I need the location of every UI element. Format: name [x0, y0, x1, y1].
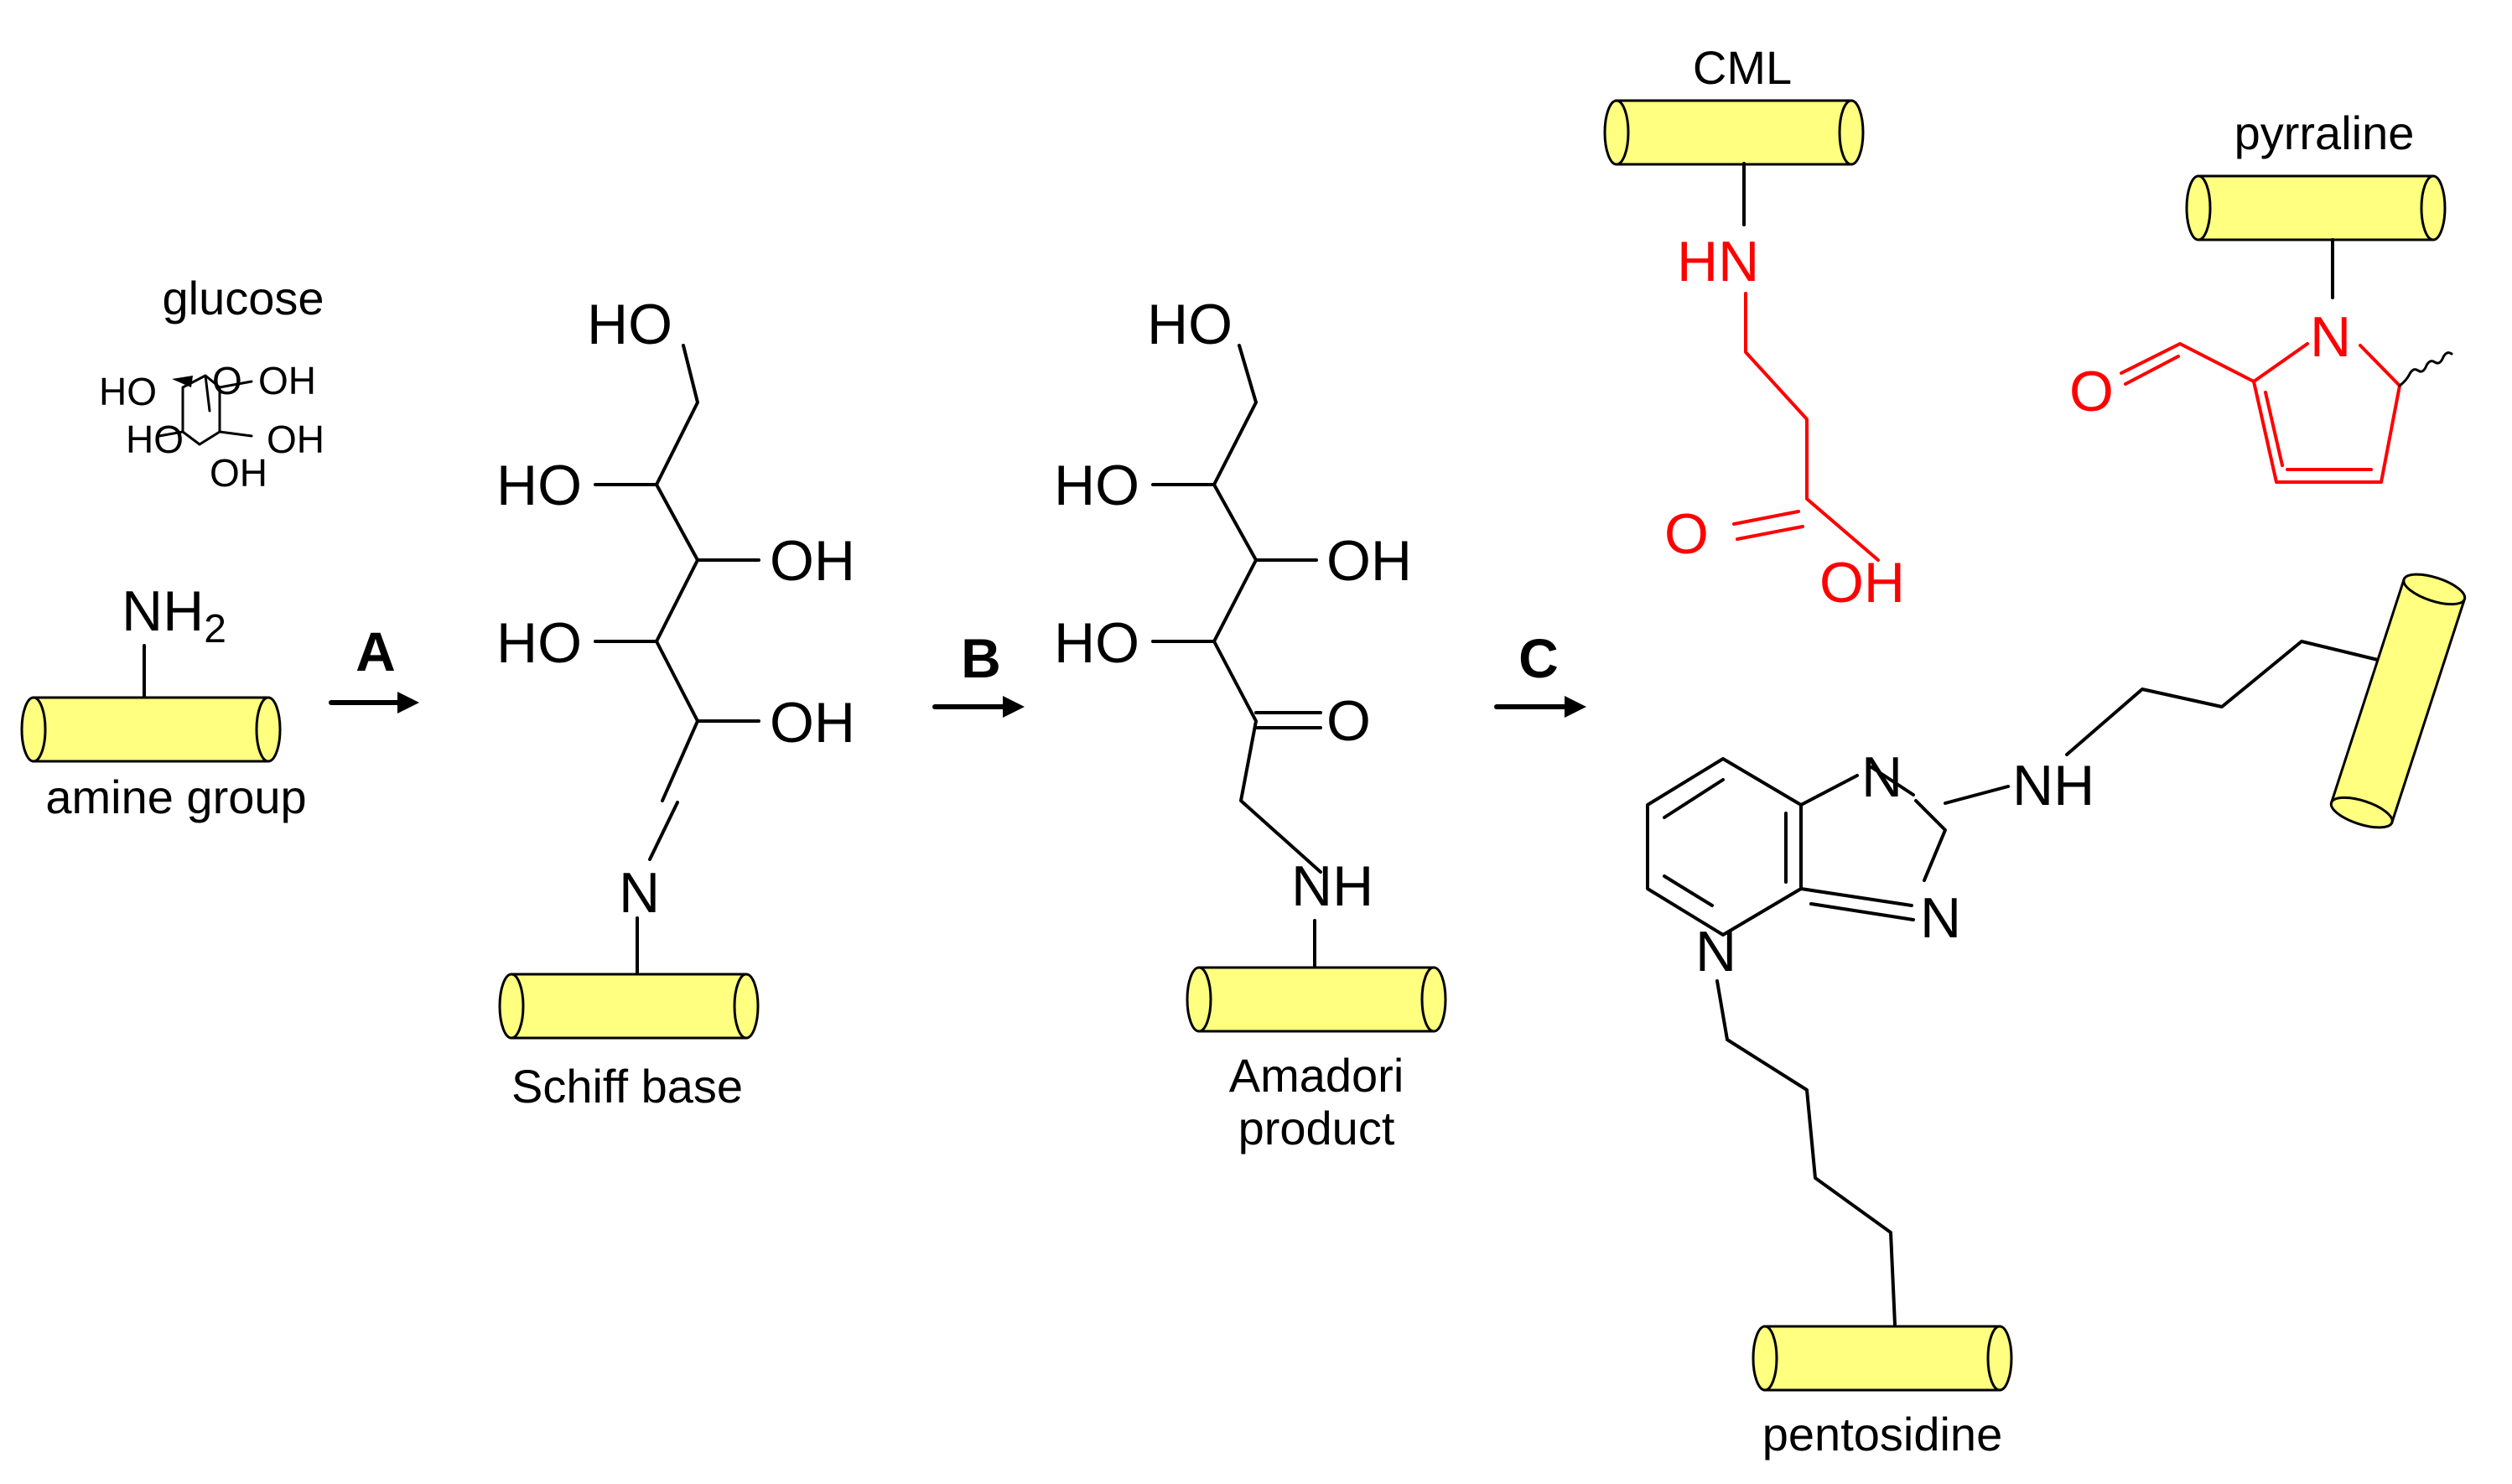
pentosidine-label: pentosidine — [1762, 1408, 2002, 1461]
amadori-ho-1: HO — [1054, 454, 1139, 517]
cml-hn: HN — [1677, 230, 1759, 293]
amine-nh2-atom: NH2 — [122, 579, 226, 651]
schiff-imine-n: N — [619, 861, 660, 925]
amadori-nh: NH — [1291, 854, 1373, 918]
schiff-base-label: Schiff base — [511, 1060, 743, 1113]
protein-cylinder-amine — [20, 696, 282, 763]
step-a-arrow: A — [329, 620, 419, 713]
pyrraline-structure: pyrraline N O — [2069, 106, 2453, 484]
step-c-arrow: C — [1494, 627, 1586, 718]
schiff-oh-2: OH — [770, 691, 855, 755]
schiff-base-structure: HO HO OH HO OH N Schiff base — [496, 293, 855, 1113]
protein-cylinder-pentosidine-right — [2326, 567, 2470, 835]
cml-carbonyl-o: O — [1664, 502, 1709, 566]
cml-oh: OH — [1819, 551, 1905, 615]
glucose-ring-o: O — [212, 359, 242, 402]
amadori-oh-1: OH — [1326, 529, 1412, 593]
amine-group-label: amine group — [45, 771, 306, 823]
pentosidine-imidazole-n2: N — [1920, 886, 1961, 950]
step-b-label: B — [961, 627, 1001, 689]
pentosidine-imidazole-n1: N — [1861, 745, 1902, 809]
pyrraline-label: pyrraline — [2234, 106, 2415, 159]
protein-cylinder-pentosidine-bottom — [1752, 1325, 2013, 1392]
cml-structure: CML HN O OH — [1603, 41, 1905, 615]
schiff-ho-1: HO — [496, 454, 582, 517]
step-b-arrow: B — [932, 627, 1025, 718]
glucose-oh-2: OH — [267, 418, 324, 461]
glucose-structure: glucose HO O OH HO OH OH — [99, 272, 324, 495]
amadori-ho-top: HO — [1147, 293, 1233, 356]
amadori-label-line1: Amadori — [1229, 1049, 1404, 1102]
glucose-oh-3: OH — [210, 451, 267, 495]
amine-group-structure: NH2 amine group — [20, 579, 307, 823]
glucose-ho-1: HO — [99, 370, 157, 413]
pyrraline-ring-n: N — [2310, 305, 2351, 369]
glucose-ho-2: HO — [126, 418, 184, 461]
protein-cylinder-pyrraline — [2185, 174, 2447, 241]
cml-label: CML — [1693, 41, 1792, 94]
step-a-label: A — [356, 620, 396, 682]
step-c-label: C — [1518, 627, 1559, 689]
pyrraline-aldehyde-o: O — [2069, 360, 2114, 423]
schiff-oh-1: OH — [770, 529, 855, 593]
amadori-ketone-o: O — [1326, 689, 1371, 753]
protein-cylinder-schiff — [498, 973, 760, 1040]
pentosidine-nh: NH — [2012, 754, 2094, 817]
glucose-label: glucose — [162, 272, 324, 324]
amadori-label-line2: product — [1238, 1102, 1395, 1155]
protein-cylinder-cml — [1603, 99, 1865, 166]
amadori-ho-2: HO — [1054, 611, 1139, 675]
pentosidine-structure: N N NH N pentosidine — [1646, 567, 2470, 1461]
protein-cylinder-amadori — [1186, 966, 1447, 1033]
glucose-ring: HO O OH HO OH OH — [99, 359, 324, 495]
schiff-ho-2: HO — [496, 611, 582, 675]
schiff-ho-top: HO — [587, 293, 672, 356]
amadori-structure: HO HO OH HO O NH Amadori product — [1054, 293, 1447, 1155]
glucose-oh-1: OH — [258, 359, 316, 402]
pentosidine-pyridine-n: N — [1695, 920, 1736, 983]
